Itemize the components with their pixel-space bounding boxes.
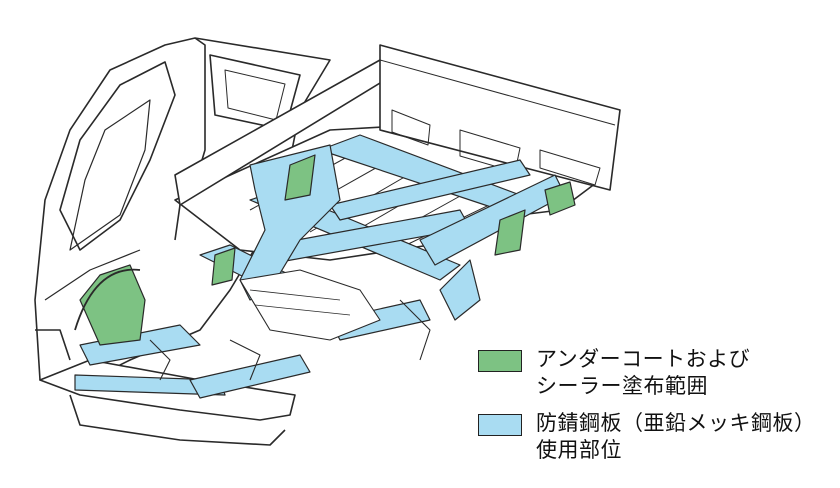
- legend-undercoat-line1: アンダーコートおよび: [536, 347, 751, 371]
- undercarriage: [149, 269, 431, 381]
- legend-label-rustproof: 防錆鋼板（亜鉛メッキ鋼板） 使用部位: [536, 410, 816, 464]
- legend-label-undercoat: アンダーコートおよび シーラー塗布範囲: [536, 346, 750, 400]
- rustproof-steel-members: [74, 134, 566, 399]
- legend-item-rustproof: 防錆鋼板（亜鉛メッキ鋼板） 使用部位: [478, 410, 816, 464]
- legend-item-undercoat: アンダーコートおよび シーラー塗布範囲: [478, 346, 750, 400]
- legend-rustproof-line2: 使用部位: [536, 438, 622, 462]
- front-wheel-arch: [74, 268, 141, 331]
- legend-undercoat-line2: シーラー塗布範囲: [536, 374, 708, 398]
- legend-rustproof-line1: 防錆鋼板（亜鉛メッキ鋼板）: [536, 411, 816, 435]
- undercoat-sealer-areas: [79, 154, 576, 346]
- bed-tailgate: [379, 44, 621, 191]
- undercoat-swatch: [478, 350, 522, 372]
- rustproof-swatch: [478, 414, 522, 436]
